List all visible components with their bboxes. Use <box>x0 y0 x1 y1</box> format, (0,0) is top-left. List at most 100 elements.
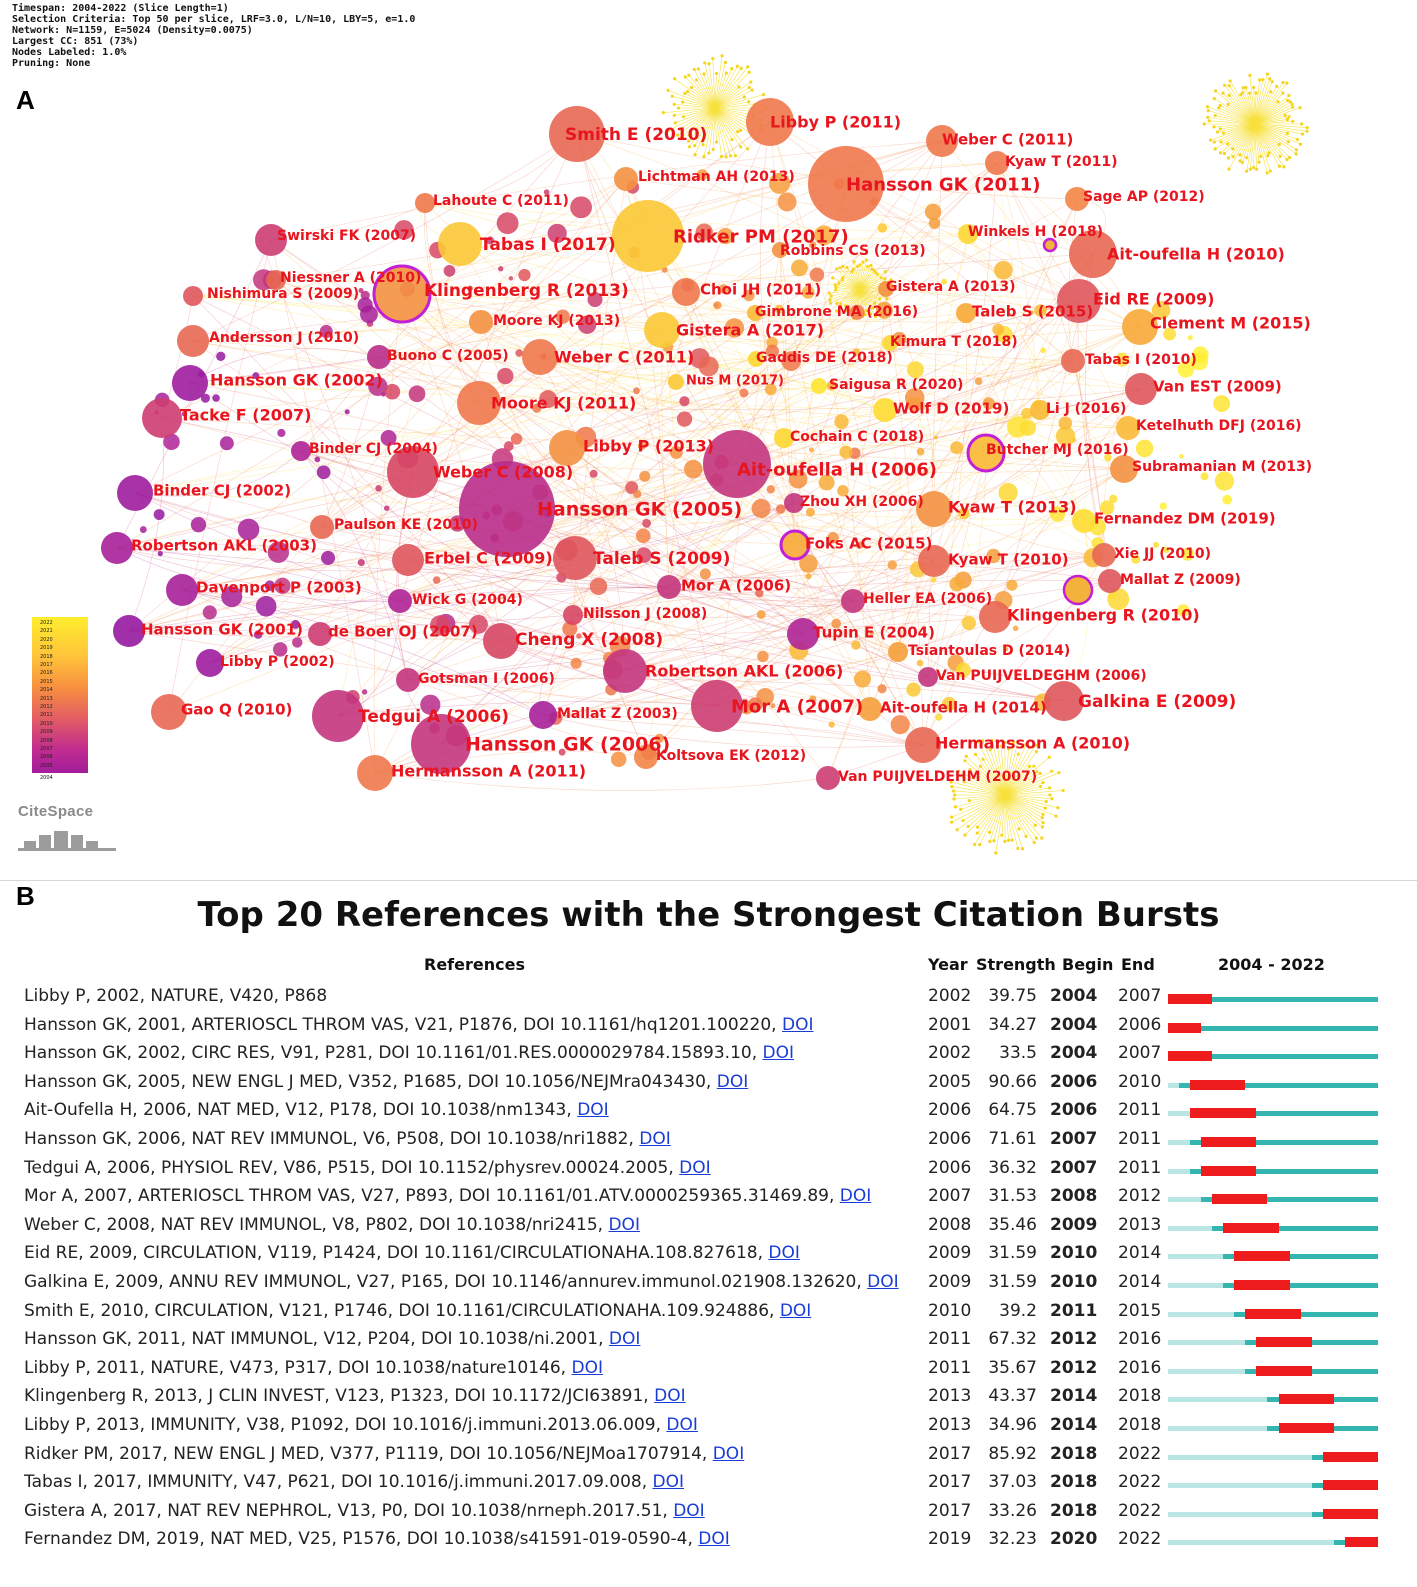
network-node[interactable] <box>916 491 952 527</box>
network-node[interactable] <box>634 745 658 769</box>
network-node[interactable] <box>291 441 311 461</box>
network-node[interactable] <box>308 622 332 646</box>
doi-link[interactable]: DOI <box>673 1500 705 1521</box>
network-node[interactable] <box>457 381 501 425</box>
network-node[interactable] <box>1098 569 1122 593</box>
network-node[interactable] <box>415 193 435 213</box>
network-node[interactable] <box>873 398 897 422</box>
doi-link[interactable]: DOI <box>639 1129 671 1149</box>
network-node[interactable] <box>438 222 482 266</box>
network-node[interactable] <box>612 200 684 272</box>
network-node[interactable] <box>459 461 555 557</box>
network-node[interactable] <box>985 151 1009 175</box>
network-node[interactable] <box>411 714 471 774</box>
network-node[interactable] <box>787 618 819 650</box>
network-node[interactable] <box>918 545 950 577</box>
network-node[interactable] <box>396 668 420 692</box>
network-node[interactable] <box>387 446 439 498</box>
network-node[interactable] <box>166 574 198 606</box>
network-node[interactable] <box>469 310 493 334</box>
doi-link[interactable]: DOI <box>867 1272 899 1292</box>
network-node[interactable] <box>878 281 894 297</box>
network-node[interactable] <box>177 325 209 357</box>
network-node[interactable] <box>703 430 771 498</box>
network-node[interactable] <box>196 649 224 677</box>
network-node[interactable] <box>979 601 1011 633</box>
network-node[interactable] <box>1044 681 1084 721</box>
network-node[interactable] <box>553 536 597 580</box>
network-node[interactable] <box>882 335 898 351</box>
network-node[interactable] <box>142 398 182 438</box>
network-node[interactable] <box>774 428 794 448</box>
network-node[interactable] <box>1110 455 1138 483</box>
network-node[interactable] <box>691 680 743 732</box>
network-node[interactable] <box>614 167 638 191</box>
network-node[interactable] <box>603 649 647 693</box>
network-node[interactable] <box>668 374 684 390</box>
network-node[interactable] <box>888 642 908 662</box>
doi-link[interactable]: DOI <box>608 1214 640 1235</box>
network-node[interactable] <box>672 278 700 306</box>
doi-link[interactable]: DOI <box>768 1243 800 1264</box>
network-node[interactable] <box>388 589 412 613</box>
network-node[interactable] <box>748 351 764 367</box>
network-node[interactable] <box>816 766 840 790</box>
doi-link[interactable]: DOI <box>608 1329 641 1350</box>
network-node[interactable] <box>779 529 811 561</box>
network-node[interactable] <box>172 365 208 401</box>
network-node[interactable] <box>966 433 1006 473</box>
network-node[interactable] <box>905 727 941 763</box>
network-node[interactable] <box>367 345 391 369</box>
network-node[interactable] <box>956 303 976 323</box>
network-node[interactable] <box>392 544 424 576</box>
network-node[interactable] <box>483 623 519 659</box>
doi-link[interactable]: DOI <box>716 1071 749 1092</box>
network-node[interactable] <box>746 98 794 146</box>
network-node[interactable] <box>312 690 364 742</box>
network-node[interactable] <box>858 697 882 721</box>
network-node[interactable] <box>310 515 334 539</box>
doi-link[interactable]: DOI <box>666 1415 698 1435</box>
network-node[interactable] <box>113 615 145 647</box>
network-node[interactable] <box>549 106 605 162</box>
network-node[interactable] <box>841 589 865 613</box>
network-node[interactable] <box>522 339 558 375</box>
network-node[interactable] <box>1061 349 1085 373</box>
network-node[interactable] <box>958 224 978 244</box>
doi-link[interactable]: DOI <box>679 1157 711 1178</box>
network-node[interactable] <box>549 430 585 466</box>
network-node[interactable] <box>1057 279 1101 323</box>
network-node[interactable] <box>266 270 286 290</box>
network-node[interactable] <box>811 378 827 394</box>
network-node[interactable] <box>183 286 203 306</box>
network-node[interactable] <box>529 701 557 729</box>
network-node[interactable] <box>1125 373 1157 405</box>
network-node[interactable] <box>1065 187 1089 211</box>
network-node[interactable] <box>808 146 884 222</box>
doi-link[interactable]: DOI <box>577 1100 609 1121</box>
network-node[interactable] <box>151 694 187 730</box>
network-node[interactable] <box>926 125 958 157</box>
network-node[interactable] <box>117 475 153 511</box>
network-node[interactable] <box>1072 509 1096 533</box>
doi-link[interactable]: DOI <box>762 1043 795 1064</box>
doi-link[interactable]: DOI <box>779 1300 812 1321</box>
network-node[interactable] <box>372 264 432 324</box>
doi-link[interactable]: DOI <box>782 1014 814 1035</box>
network-node[interactable] <box>657 575 681 599</box>
doi-link[interactable]: DOI <box>698 1529 730 1550</box>
network-node[interactable] <box>772 242 788 258</box>
network-node[interactable] <box>918 667 938 687</box>
network-node[interactable] <box>563 605 583 625</box>
network-node[interactable] <box>1116 416 1140 440</box>
network-node[interactable] <box>101 532 133 564</box>
network-node[interactable] <box>1092 543 1116 567</box>
network-node[interactable] <box>255 224 287 256</box>
network-node[interactable] <box>784 493 804 513</box>
network-node[interactable] <box>747 305 763 321</box>
network-node[interactable] <box>1030 400 1050 420</box>
network-node[interactable] <box>1069 230 1117 278</box>
doi-link[interactable]: DOI <box>571 1357 604 1378</box>
doi-link[interactable]: DOI <box>712 1443 745 1464</box>
highlighted-node[interactable] <box>1042 237 1058 253</box>
